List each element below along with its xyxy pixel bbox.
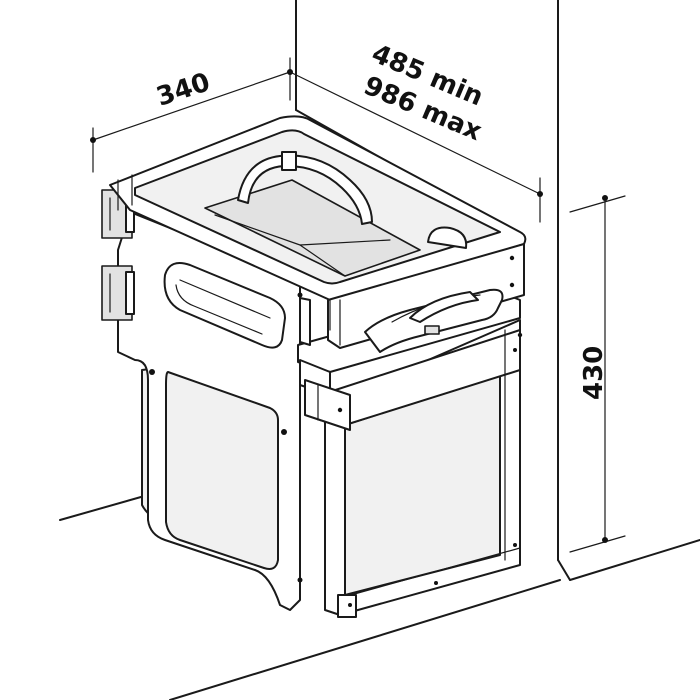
front-handle [364,288,504,353]
dimension-width [90,57,293,173]
dimension-height [569,195,626,553]
dimension-depth [289,71,543,223]
front-bin [319,319,521,618]
height-label: 430 [579,346,609,400]
side-frame [101,189,303,611]
width-label: 340 [153,67,214,112]
top-tray [109,115,527,349]
